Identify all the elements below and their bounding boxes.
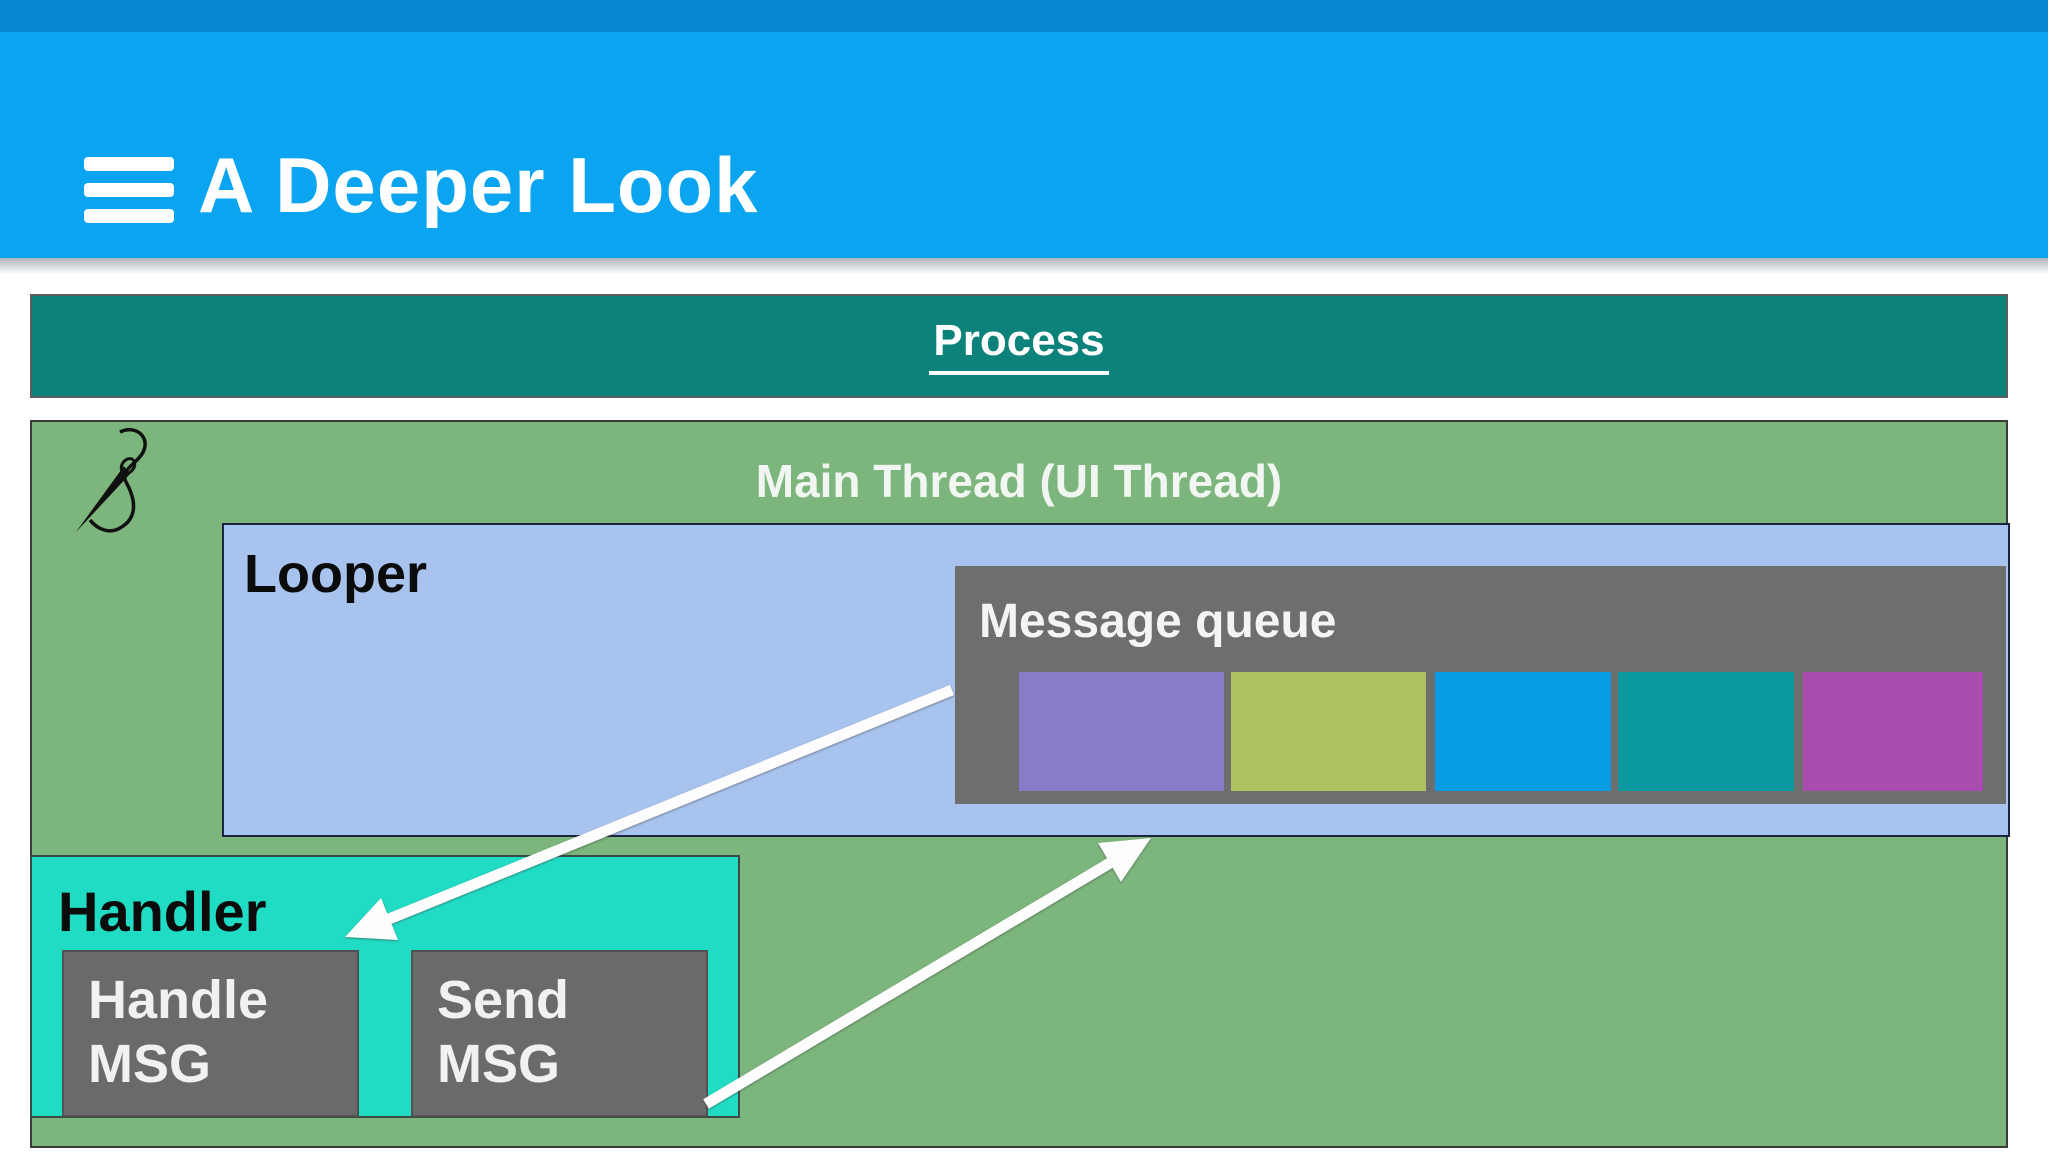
send-msg-box: Send MSG	[411, 950, 708, 1117]
page-title: A Deeper Look	[198, 141, 759, 229]
status-bar-strip	[0, 0, 2048, 32]
needle-thread-icon	[76, 428, 147, 533]
app-header: A Deeper Look	[0, 32, 2048, 274]
looper-box: Looper Message queue	[222, 523, 2010, 837]
main-thread-label: Main Thread (UI Thread)	[755, 455, 1283, 507]
handle-msg-box: Handle MSG	[62, 950, 359, 1117]
queue-message-block-1	[1019, 672, 1224, 791]
process-label: Process	[929, 317, 1109, 375]
send-msg-label: Send MSG	[437, 970, 570, 1094]
message-queue-box: Message queue	[955, 566, 2006, 804]
queue-message-block-4	[1618, 672, 1794, 791]
handle-msg-label: Handle MSG	[88, 970, 269, 1094]
main-thread-box: Main Thread (UI Thread) Looper Message q…	[30, 420, 2010, 1148]
handler-box: Handler Handle MSG Send MSG	[30, 855, 740, 1118]
queue-message-block-2	[1231, 672, 1426, 791]
message-queue-label: Message queue	[979, 595, 1337, 648]
process-box: Process	[30, 294, 2008, 686]
queue-message-block-3	[1435, 672, 1611, 791]
looper-label: Looper	[244, 544, 427, 604]
queue-message-block-5	[1803, 672, 1983, 791]
handler-label: Handler	[58, 880, 267, 943]
hamburger-icon[interactable]	[84, 157, 174, 223]
